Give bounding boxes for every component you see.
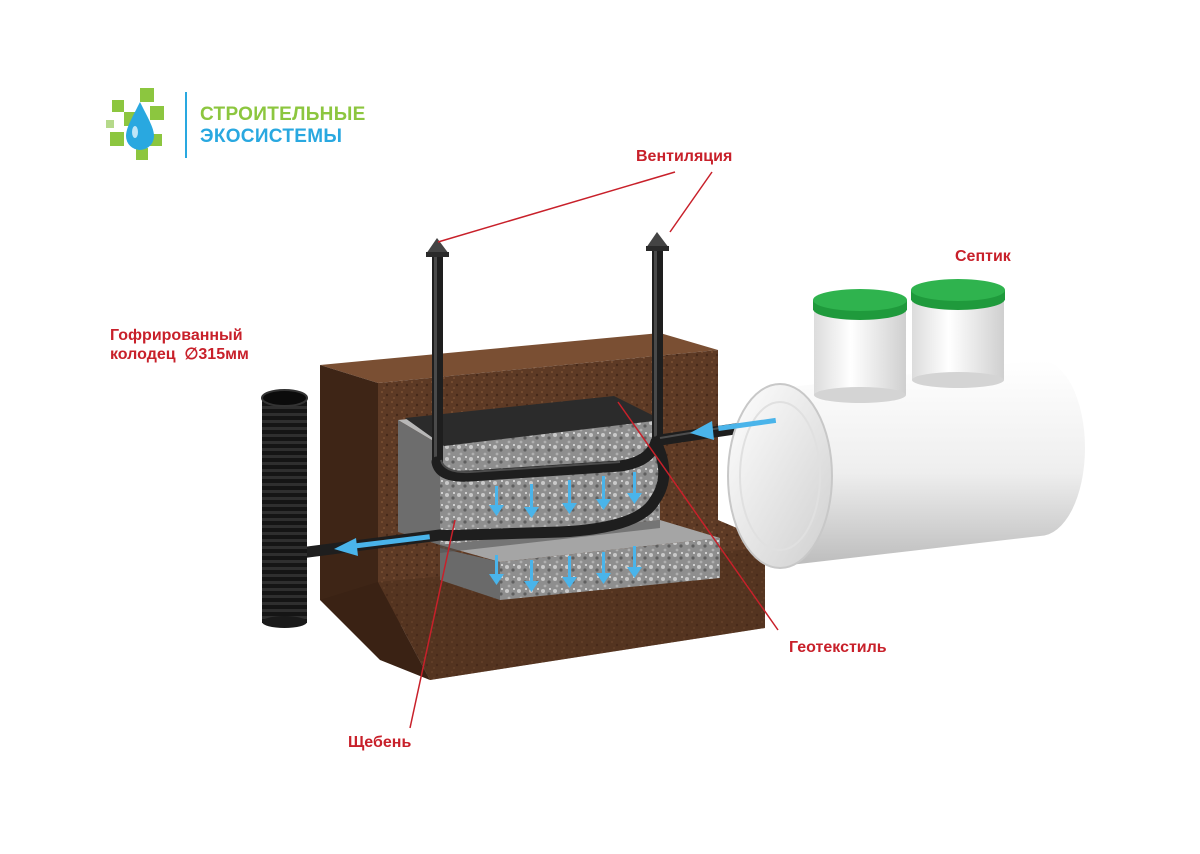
geotextile-cover: [405, 396, 662, 446]
label-geotextile: Геотекстиль: [789, 639, 887, 656]
corrugated-well: [261, 389, 308, 628]
label-well-line1: Гофрированный: [110, 327, 243, 344]
vent-pipes: [426, 232, 669, 462]
logo-text-line2: ЭКОСИСТЕМЫ: [200, 126, 343, 147]
label-septic: Септик: [955, 248, 1011, 265]
logo-mark: [106, 88, 187, 160]
label-ventilation: Вентиляция: [636, 148, 733, 165]
septic-tank: [727, 279, 1085, 569]
logo-text-line1: СТРОИТЕЛЬНЫЕ: [200, 104, 366, 125]
label-gravel: Щебень: [348, 734, 412, 751]
label-corrugated-well: Гофрированный колодец ∅315мм: [110, 326, 249, 364]
label-well-line2: колодец ∅315мм: [110, 346, 249, 363]
callout-lines: [409, 171, 779, 729]
drain-arrows: [489, 472, 642, 592]
flow-arrows: [334, 417, 777, 556]
